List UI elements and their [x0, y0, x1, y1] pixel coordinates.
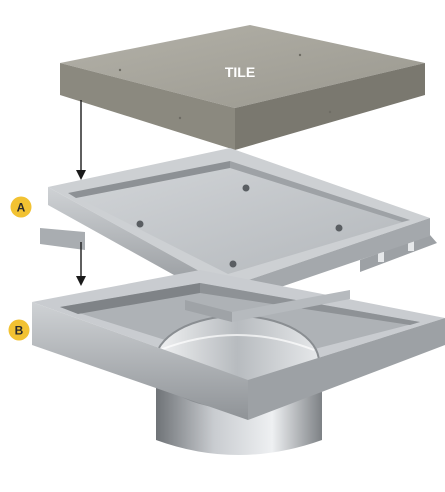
- arrowhead-icon: [76, 276, 86, 286]
- tile-front-left: [60, 63, 235, 150]
- badge-b-label: B: [15, 324, 24, 338]
- part-a-grate: [40, 148, 437, 305]
- part-a-right-flange: [360, 235, 437, 272]
- part-b-front-right-wall: [248, 318, 445, 420]
- tile-label: TILE: [225, 64, 255, 80]
- part-b-front-left-wall: [32, 302, 248, 420]
- badge-a-label: A: [17, 201, 26, 215]
- screw-hole: [335, 224, 343, 232]
- badge-b: B: [8, 319, 30, 341]
- part-a-recess: [68, 161, 410, 274]
- arrowhead-icon: [76, 170, 86, 180]
- badge-a-circle: [10, 196, 32, 218]
- screw-hole: [136, 220, 144, 228]
- screw-hole: [229, 260, 237, 268]
- screw-hole: [242, 184, 250, 192]
- tile: TILE: [60, 25, 425, 150]
- part-b-body: [32, 270, 445, 455]
- tile-front-right: [235, 63, 425, 150]
- badge-b-circle: [8, 319, 30, 341]
- tile-top: [60, 25, 425, 108]
- part-a-front-right-wall: [228, 218, 430, 305]
- assembly-arrows: [76, 100, 86, 286]
- badge-a: A: [10, 196, 32, 218]
- part-a-left-flange: [40, 228, 85, 250]
